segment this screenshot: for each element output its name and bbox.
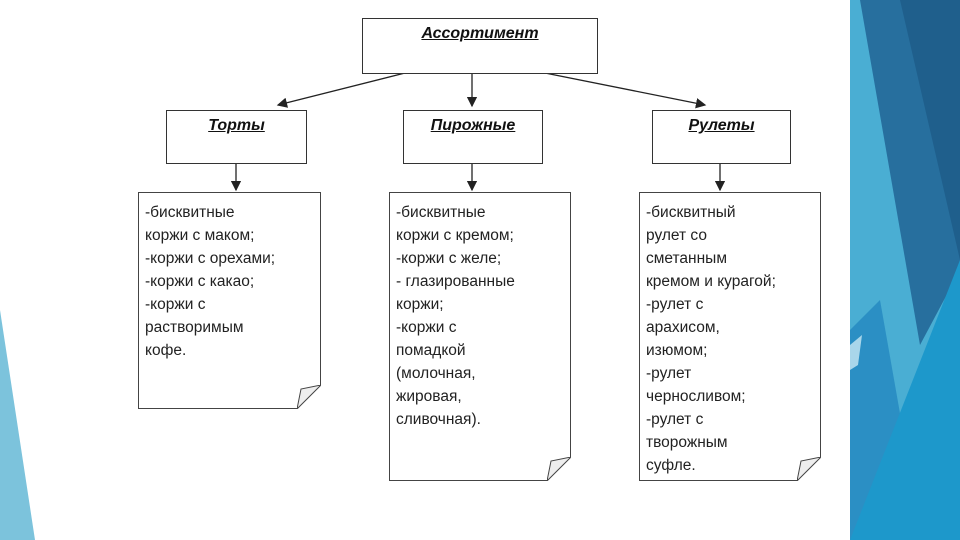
category-box-pastries: Пирожные — [403, 110, 543, 164]
list-item: сметанным — [646, 250, 727, 267]
category-box-cakes: Торты — [166, 110, 307, 164]
folded-corner-icon — [547, 457, 571, 481]
list-pastries: -бисквитные коржи с кремом; -коржи с желе;… — [389, 192, 571, 481]
list-item: -рулет с — [646, 296, 704, 313]
root-title: Ассортимент — [421, 25, 539, 42]
list-item: творожным — [646, 434, 728, 451]
list-item: - глазированные — [396, 273, 515, 290]
list-item: суфле. — [646, 457, 696, 474]
list-item: помадкой — [396, 342, 466, 359]
list-item: коржи с кремом; — [396, 227, 514, 244]
list-item: кремом и курагой; — [646, 273, 776, 290]
list-item: -коржи с орехами; — [145, 250, 276, 267]
list-item: -бисквитные — [145, 204, 235, 221]
list-item: растворимым — [145, 319, 244, 336]
list-item: арахисом, — [646, 319, 720, 336]
list-item: -рулет с — [646, 411, 704, 428]
list-item: -бисквитные — [396, 204, 486, 221]
folded-corner-icon — [797, 457, 821, 481]
list-item: -коржи с — [145, 296, 206, 313]
folded-corner-icon — [297, 385, 321, 409]
list-item: -коржи с — [396, 319, 457, 336]
list-item: -рулет — [646, 365, 692, 382]
category-title: Рулеты — [688, 117, 755, 134]
list-rolls: -бисквитный рулет со сметанным кремом и кур… — [639, 192, 821, 481]
root-box-assortment: Ассортимент — [362, 18, 598, 74]
list-item: -бисквитный — [646, 204, 736, 221]
category-title: Пирожные — [430, 117, 516, 134]
list-item: -коржи с какао; — [145, 273, 255, 290]
list-item: -коржи с желе; — [396, 250, 502, 267]
category-box-rolls: Рулеты — [652, 110, 791, 164]
list-item: коржи; — [396, 296, 444, 313]
list-item: (молочная, — [396, 365, 476, 382]
list-item: рулет со — [646, 227, 707, 244]
category-title: Торты — [208, 117, 265, 134]
list-item: сливочная). — [396, 411, 481, 428]
list-item: жировая, — [396, 388, 462, 405]
list-item: черносливом; — [646, 388, 746, 405]
list-item: кофе. — [145, 342, 187, 359]
list-item: коржи с маком; — [145, 227, 255, 244]
list-cakes: -бисквитные коржи с маком; -коржи с орехам… — [138, 192, 321, 409]
list-item: изюмом; — [646, 342, 708, 359]
